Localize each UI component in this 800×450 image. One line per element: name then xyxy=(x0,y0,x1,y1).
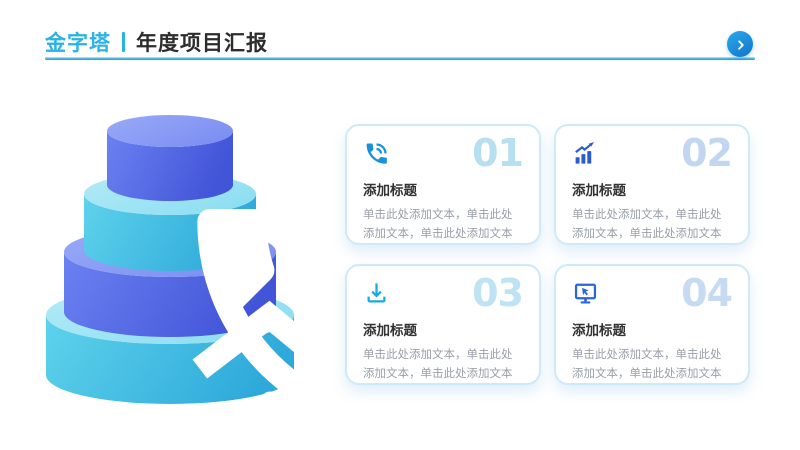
download-icon xyxy=(363,280,390,307)
next-button[interactable] xyxy=(727,31,753,57)
card-number: 03 xyxy=(472,271,524,315)
card-title-placeholder[interactable]: 添加标题 xyxy=(363,323,417,338)
card-title-placeholder[interactable]: 添加标题 xyxy=(572,183,626,198)
header-underline xyxy=(45,57,755,60)
card-number: 02 xyxy=(681,131,733,175)
pyramid-tier-1 xyxy=(107,115,233,201)
monitor-icon xyxy=(572,280,599,307)
pyramid-graphic xyxy=(46,115,310,415)
card-number: 01 xyxy=(472,131,524,175)
card-01[interactable]: 01 添加标题 单击此处添加文本，单击此处添加文本，单击此处添加文本 xyxy=(345,124,541,245)
chevron-right-icon xyxy=(734,38,747,51)
card-title-placeholder[interactable]: 添加标题 xyxy=(572,323,626,338)
card-body-placeholder[interactable]: 单击此处添加文本，单击此处添加文本，单击此处添加文本 xyxy=(363,209,513,240)
card-03[interactable]: 03 添加标题 单击此处添加文本，单击此处添加文本，单击此处添加文本 xyxy=(345,264,541,385)
card-title-placeholder[interactable]: 添加标题 xyxy=(363,183,417,198)
card-02[interactable]: 02 添加标题 单击此处添加文本，单击此处添加文本，单击此处添加文本 xyxy=(554,124,750,245)
card-04[interactable]: 04 添加标题 单击此处添加文本，单击此处添加文本，单击此处添加文本 xyxy=(554,264,750,385)
card-body-placeholder[interactable]: 单击此处添加文本，单击此处添加文本，单击此处添加文本 xyxy=(572,349,722,380)
title-divider xyxy=(122,32,125,52)
title-text: 年度项目汇报 xyxy=(136,32,268,55)
brand-text: 金字塔 xyxy=(45,32,111,55)
content-cards: 01 添加标题 单击此处添加文本，单击此处添加文本，单击此处添加文本 02 添加… xyxy=(345,124,750,385)
card-body-placeholder[interactable]: 单击此处添加文本，单击此处添加文本，单击此处添加文本 xyxy=(572,209,722,240)
phone-icon xyxy=(363,140,390,167)
page-title: 金字塔 年度项目汇报 xyxy=(45,27,268,57)
bar-chart-icon xyxy=(572,140,599,167)
card-body-placeholder[interactable]: 单击此处添加文本，单击此处添加文本，单击此处添加文本 xyxy=(363,349,513,380)
card-number: 04 xyxy=(681,271,733,315)
